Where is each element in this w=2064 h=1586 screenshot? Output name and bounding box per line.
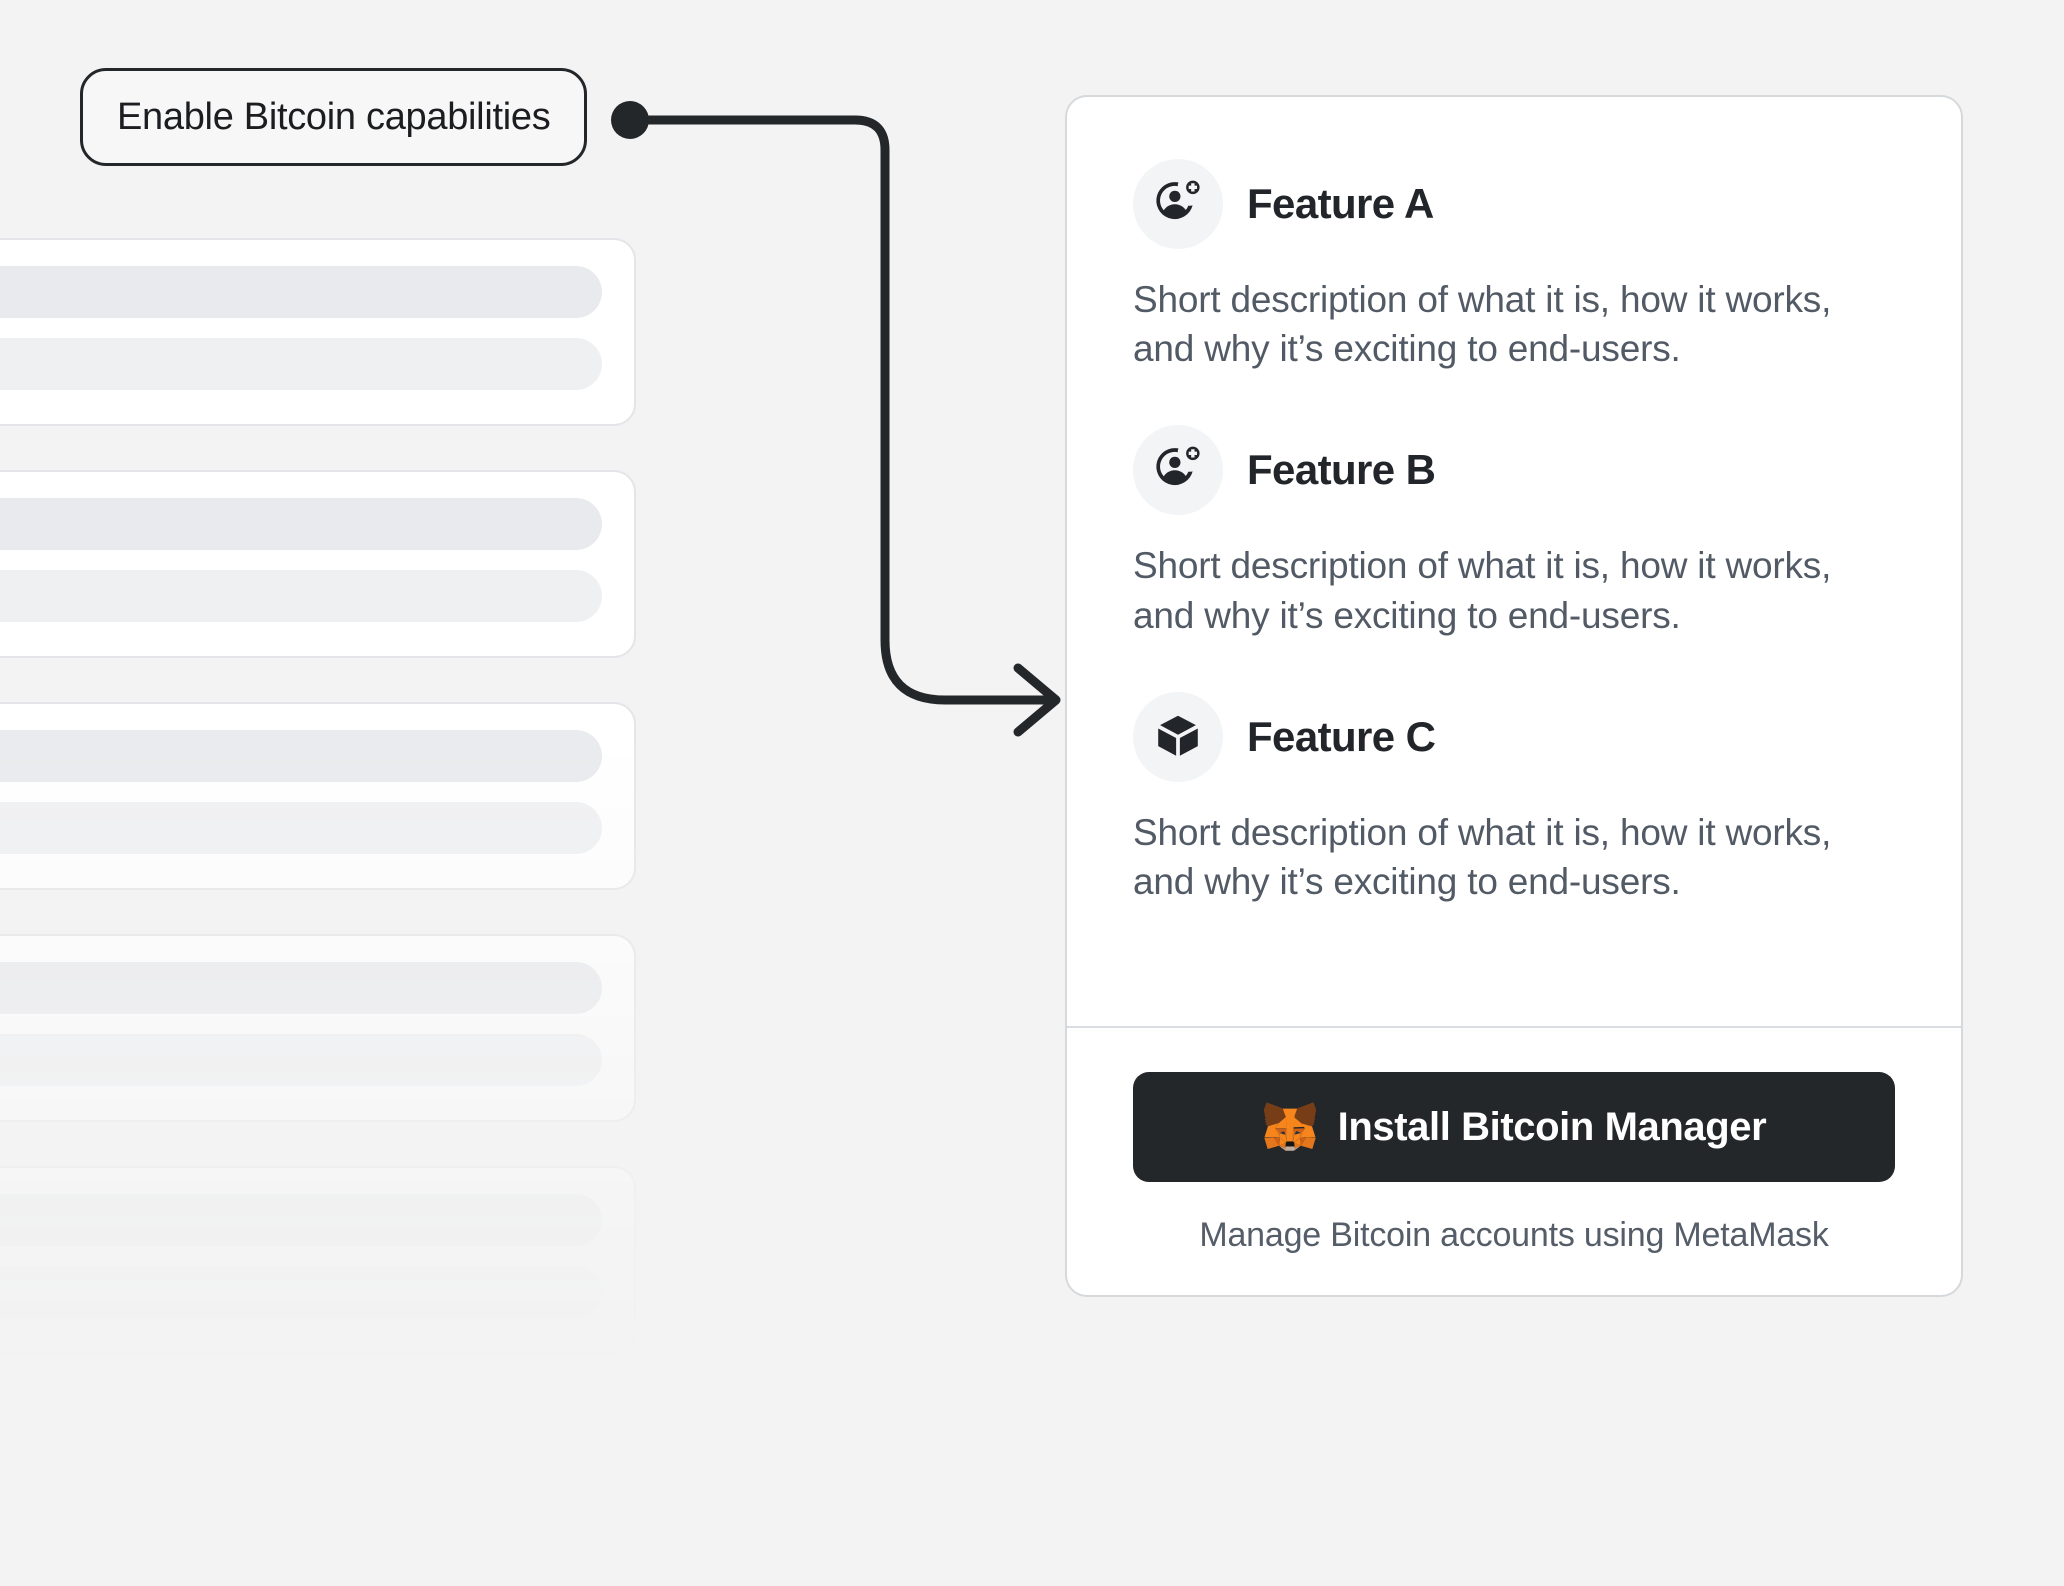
skeleton-card — [0, 1398, 636, 1586]
skeleton-bar — [0, 802, 602, 854]
feature-c-title: Feature C — [1247, 712, 1436, 760]
feature-b-title: Feature B — [1247, 446, 1436, 494]
annotation-badge-label: Enable Bitcoin capabilities — [117, 95, 551, 138]
skeleton-bar — [0, 1426, 602, 1478]
skeleton-bar — [0, 1266, 602, 1318]
feature-item-a: Feature A Short description of what it i… — [1133, 159, 1895, 373]
skeleton-bar — [0, 962, 602, 1014]
feature-c-description: Short description of what it is, how it … — [1133, 811, 1832, 903]
install-button-label: Install Bitcoin Manager — [1337, 1104, 1767, 1149]
bitcoin-capabilities-card: Feature A Short description of what it i… — [1065, 95, 1963, 1297]
skeleton-bar — [0, 730, 602, 782]
skeleton-card — [0, 1166, 636, 1354]
skeleton-bar — [0, 1034, 602, 1086]
feature-a-title: Feature A — [1247, 180, 1434, 227]
skeleton-bar — [0, 266, 602, 318]
account-add-icon — [1133, 159, 1223, 249]
card-footer: Install Bitcoin Manager Manage Bitcoin a… — [1067, 1026, 1961, 1295]
skeleton-bar — [0, 498, 602, 550]
feature-item-c: Feature C Short description of what it i… — [1133, 691, 1895, 906]
skeleton-placeholder-column — [0, 238, 636, 1586]
feature-item-b: Feature B Short description of what it i… — [1133, 425, 1895, 639]
skeleton-card — [0, 702, 636, 890]
feature-c-header: Feature C — [1133, 691, 1895, 782]
skeleton-bar — [0, 570, 602, 622]
account-add-icon — [1133, 425, 1223, 516]
install-caption: Manage Bitcoin accounts using MetaMask — [1199, 1216, 1829, 1254]
skeleton-bar — [0, 1194, 602, 1246]
metamask-fox-icon — [1262, 1101, 1318, 1153]
skeleton-card — [0, 470, 636, 658]
cube-icon — [1133, 691, 1223, 782]
feature-b-description: Short description of what it is, how it … — [1133, 545, 1832, 636]
feature-a-header: Feature A — [1133, 159, 1895, 249]
annotation-badge: Enable Bitcoin capabilities — [80, 68, 588, 166]
install-bitcoin-manager-button[interactable]: Install Bitcoin Manager — [1133, 1072, 1895, 1182]
connector-dot — [611, 101, 649, 139]
skeleton-card — [0, 934, 636, 1122]
feature-a-description: Short description of what it is, how it … — [1133, 279, 1832, 370]
feature-list: Feature A Short description of what it i… — [1067, 97, 1961, 1026]
skeleton-card — [0, 238, 636, 426]
skeleton-bar — [0, 1498, 602, 1550]
feature-b-header: Feature B — [1133, 425, 1895, 516]
skeleton-bar — [0, 338, 602, 390]
